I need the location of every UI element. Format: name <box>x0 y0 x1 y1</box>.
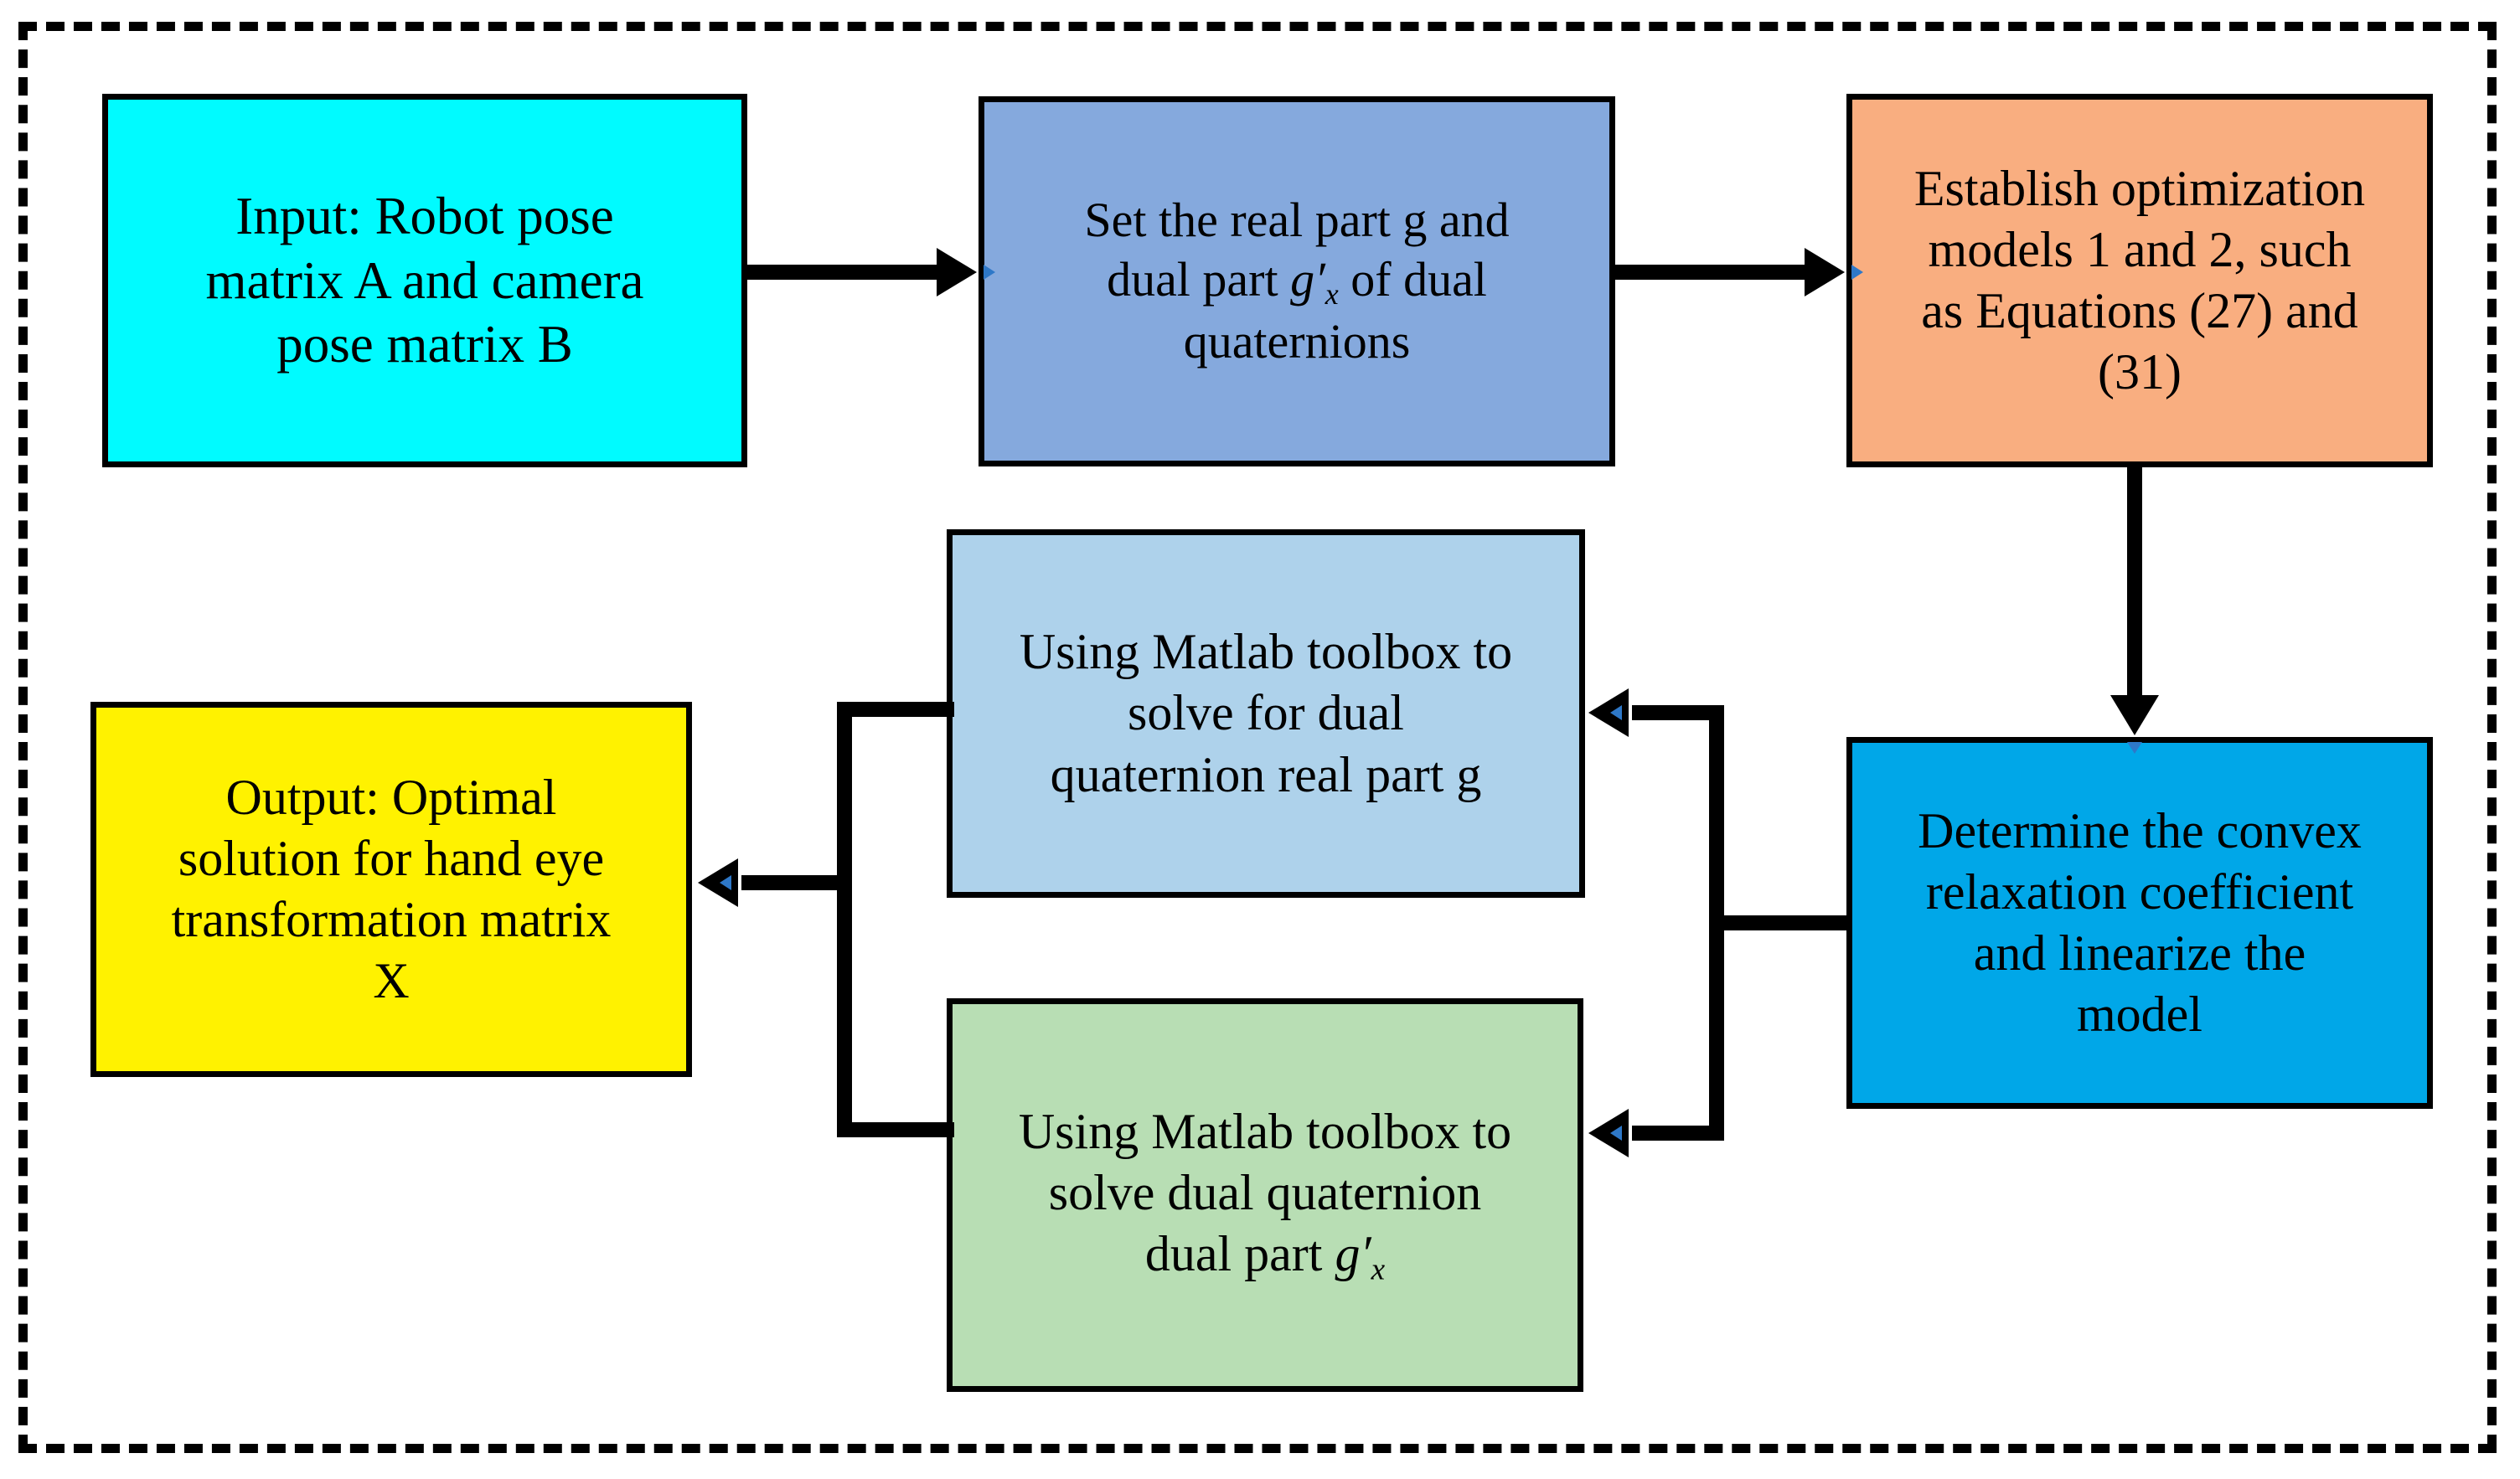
edge-determine-to-matlab-dual-arrowhead <box>1588 1109 1629 1157</box>
node-input-label: Input: Robot pose matrix A and camera po… <box>120 184 730 378</box>
dashed-outer-frame <box>18 22 2497 1453</box>
edge-matlab-to-output-line <box>741 875 852 890</box>
node-determine-line-1: Determine the convex <box>1918 802 2362 858</box>
node-matlab-dual-line-2: solve dual quaternion <box>1048 1165 1482 1221</box>
node-output-line-3: transformation matrix <box>171 892 612 947</box>
node-determine-convex-label: Determine the convex relaxation coeffici… <box>1864 801 2415 1046</box>
node-establish-line-1: Establish optimization <box>1913 160 2366 216</box>
edge-establish-to-determine-arrowhead <box>2110 695 2159 754</box>
node-matlab-dual-subscript-x: x <box>1371 1252 1386 1287</box>
edge-set-to-establish-line <box>1615 265 1808 280</box>
arrowhead-inner-notch <box>2127 742 2142 754</box>
node-matlab-real-part-label: Using Matlab toolbox to solve for dual q… <box>964 621 1567 806</box>
arrowhead-inner-notch <box>1851 265 1863 280</box>
node-set-parts-line-1: Set the real part g and <box>1084 192 1510 247</box>
edge-matlab-merge-trunk <box>837 702 852 1137</box>
node-input-line-3: pose matrix B <box>276 315 573 374</box>
edge-input-to-set-arrowhead <box>937 248 995 296</box>
edge-set-to-establish-arrowhead <box>1805 248 1863 296</box>
arrowhead-inner-notch <box>1610 1126 1622 1141</box>
node-establish-models-label: Establish optimization models 1 and 2, s… <box>1864 158 2415 404</box>
edge-matlab-to-output-arrowhead <box>698 858 738 907</box>
arrowhead-inner-notch <box>1610 705 1622 720</box>
edge-determine-to-matlab-dual-line <box>1632 1126 1724 1141</box>
node-determine-line-3: and linearize the <box>1973 925 2306 981</box>
node-determine-line-2: relaxation coefficient <box>1925 863 2354 920</box>
node-matlab-real-line-1: Using Matlab toolbox to <box>1019 624 1513 680</box>
arrowhead-inner-notch <box>984 265 995 280</box>
node-establish-line-4: (31) <box>2098 344 2182 400</box>
node-set-parts[interactable]: Set the real part g and dual part g′x of… <box>979 96 1615 466</box>
edge-establish-to-determine-line <box>2127 466 2142 700</box>
node-establish-line-3: as Equations (27) and <box>1921 283 2358 338</box>
arrowhead-inner-notch <box>720 875 731 890</box>
node-set-parts-line-2d: of dual <box>1338 251 1487 307</box>
node-set-parts-label: Set the real part g and dual part g′x of… <box>996 191 1598 372</box>
node-establish-line-2: models 1 and 2, such <box>1928 221 2352 277</box>
node-output-line-1: Output: Optimal <box>225 769 557 825</box>
node-output-line-2: solution for hand eye <box>178 830 605 886</box>
node-establish-models[interactable]: Establish optimization models 1 and 2, s… <box>1846 94 2433 467</box>
node-input[interactable]: Input: Robot pose matrix A and camera po… <box>102 94 747 467</box>
node-set-parts-line-2a: dual part <box>1107 251 1291 307</box>
node-determine-convex[interactable]: Determine the convex relaxation coeffici… <box>1846 737 2433 1109</box>
node-matlab-dual-line-1: Using Matlab toolbox to <box>1018 1103 1512 1159</box>
node-matlab-real-part[interactable]: Using Matlab toolbox to solve for dual q… <box>947 529 1585 898</box>
node-matlab-dual-part[interactable]: Using Matlab toolbox to solve dual quate… <box>947 998 1583 1392</box>
node-output-line-4: X <box>373 953 410 1009</box>
node-matlab-dual-symbol-g-prime: g′ <box>1335 1226 1371 1282</box>
edge-determine-split-trunk <box>1709 705 1724 1141</box>
edge-matlab-dual-out-stub <box>837 1122 954 1137</box>
edge-determine-to-matlab-real-arrowhead <box>1588 688 1629 737</box>
node-output[interactable]: Output: Optimal solution for hand eye tr… <box>90 702 692 1077</box>
edge-determine-to-matlab-real-line <box>1632 705 1724 720</box>
node-input-line-2: matrix A and camera <box>205 250 644 310</box>
node-matlab-real-line-3: quaternion real part g <box>1050 746 1482 802</box>
edge-matlab-real-out-stub <box>837 702 954 717</box>
node-set-parts-line-3: quaternions <box>1183 314 1411 369</box>
node-determine-line-4: model <box>2077 987 2202 1043</box>
node-matlab-dual-part-label: Using Matlab toolbox to solve dual quate… <box>964 1101 1566 1289</box>
node-matlab-dual-line-3a: dual part <box>1144 1226 1335 1282</box>
edge-input-to-set-line <box>747 265 940 280</box>
edge-determine-out-stub <box>1709 915 1851 930</box>
node-output-label: Output: Optimal solution for hand eye tr… <box>108 767 674 1013</box>
node-input-line-1: Input: Robot pose <box>235 186 614 245</box>
node-set-parts-symbol-g-prime: g′ <box>1290 251 1325 307</box>
node-matlab-real-line-2: solve for dual <box>1128 685 1404 741</box>
node-set-parts-subscript-x: x <box>1325 276 1339 311</box>
